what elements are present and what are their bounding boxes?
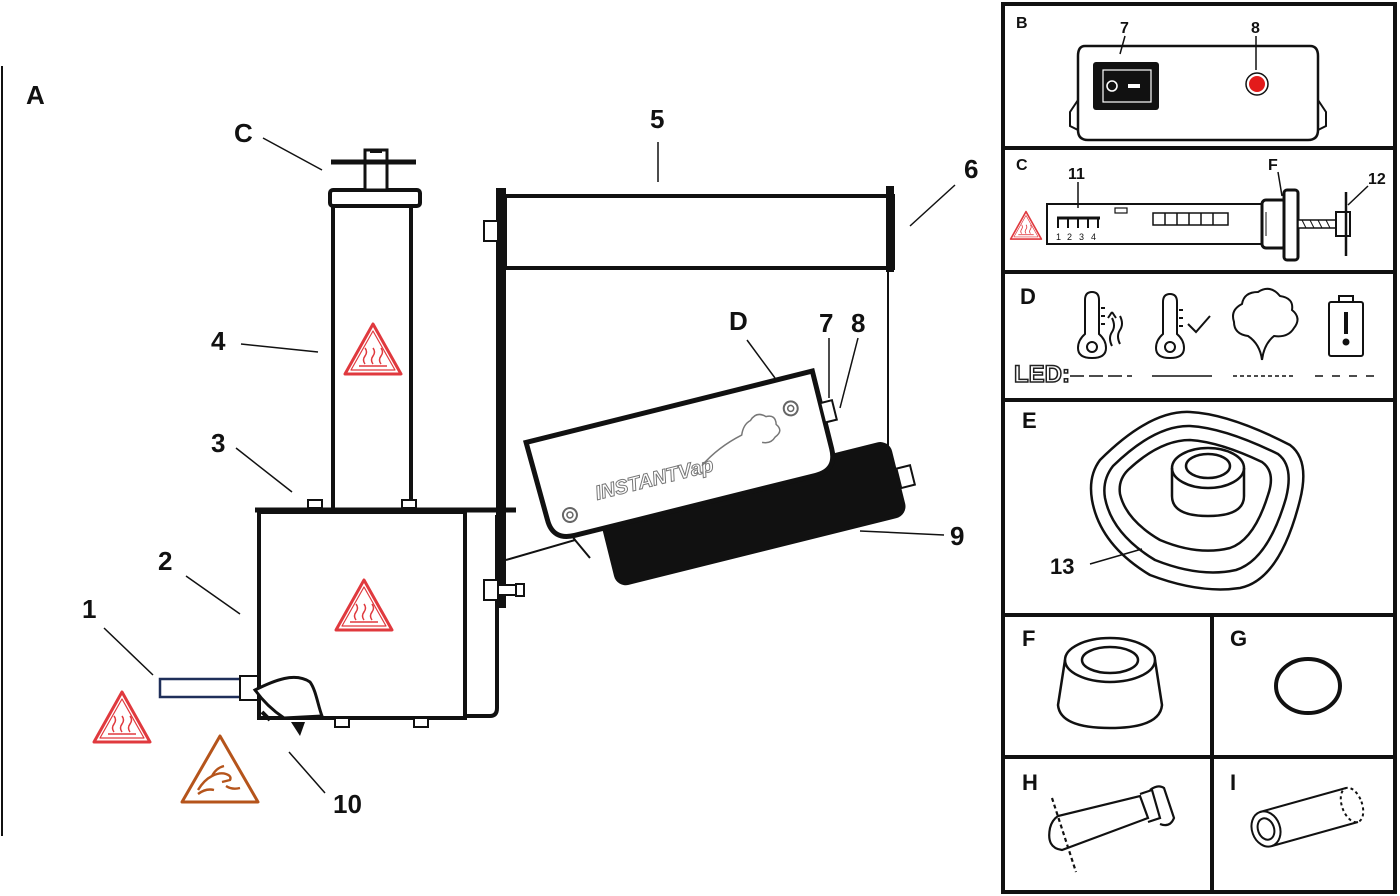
panel-g: G (1230, 626, 1342, 715)
thermometer-check-icon (1154, 292, 1211, 360)
thermometer-rising-icon (1076, 290, 1123, 360)
callout-d: D (729, 306, 748, 336)
nozzle-tube (158, 675, 259, 701)
callout-labels: C 5 6 4 3 2 1 D 7 8 9 10 (82, 104, 978, 819)
callout-7: 7 (1120, 20, 1129, 37)
panel-f: F (1022, 626, 1164, 730)
panel-g-label: G (1230, 626, 1247, 651)
callout-8: 8 (851, 308, 865, 338)
callout-6: 6 (964, 154, 978, 184)
heat-scale: 1 2 3 4 (1056, 216, 1100, 242)
tube-end-assembly (1260, 188, 1351, 262)
callout-1: 1 (82, 594, 96, 624)
callout-lines (103, 137, 956, 794)
hot-surface-warning-icon (343, 322, 403, 376)
callout-5: 5 (650, 104, 664, 134)
panel-d: D LED: (1013, 284, 1375, 389)
panel-i: I (1230, 770, 1365, 848)
callout-3: 3 (211, 428, 225, 458)
scale-mark-3: 3 (1079, 232, 1084, 242)
callout-f: F (1268, 157, 1278, 174)
scale-mark-2: 2 (1067, 232, 1072, 242)
panel-f-label: F (1022, 626, 1035, 651)
battery-pack (600, 442, 906, 586)
callout-line (1119, 35, 1126, 55)
hot-surface-warning-icon (1009, 210, 1043, 240)
hand-pinch-warning-icon (180, 734, 260, 804)
callout-13: 13 (1050, 554, 1074, 579)
panel-a: A (1, 66, 978, 836)
power-switch (1093, 62, 1159, 110)
glass-tube (1250, 786, 1365, 848)
callout-9: 9 (950, 521, 964, 551)
seal-ring-part (1056, 636, 1164, 730)
panel-e: E 13 (1022, 408, 1305, 591)
panel-i-label: I (1230, 770, 1236, 795)
panel-h: H (1022, 770, 1176, 873)
callout-line (1277, 171, 1283, 197)
panel-h-label: H (1022, 770, 1038, 795)
scale-mark-4: 4 (1091, 232, 1096, 242)
scale-mark-1: 1 (1056, 232, 1061, 242)
hot-surface-warning-icon (92, 690, 152, 744)
grip-bar (1152, 212, 1229, 226)
battery-warning-icon (1328, 295, 1364, 357)
panel-a-label: A (26, 80, 45, 110)
led-label: LED: (1014, 361, 1070, 388)
callout-10: 10 (333, 789, 362, 819)
vapor-cloud-icon (1232, 287, 1299, 361)
panel-e-label: E (1022, 408, 1037, 433)
callout-8: 8 (1251, 20, 1260, 37)
mouthpiece (1048, 785, 1176, 873)
callout-4: 4 (211, 326, 226, 356)
control-unit: INSTANTVap (522, 368, 917, 586)
o-ring (1274, 657, 1342, 715)
panel-b-label: B (1016, 15, 1028, 32)
callout-7: 7 (819, 308, 833, 338)
status-led (1245, 72, 1269, 96)
panel-b: B 7 8 (1016, 15, 1327, 142)
callout-c: C (234, 118, 253, 148)
panel-d-label: D (1020, 284, 1036, 309)
callout-line (1347, 185, 1369, 206)
callout-11: 11 (1068, 166, 1085, 183)
silicone-cup (1089, 410, 1305, 591)
callout-12: 12 (1368, 171, 1386, 188)
valve-flap (252, 676, 325, 736)
panel-c: C 1 2 3 4 (1009, 157, 1386, 262)
panel-c-label: C (1016, 157, 1028, 174)
callout-line (1089, 548, 1143, 565)
chimney-tube (328, 148, 422, 508)
callout-2: 2 (158, 546, 172, 576)
detail-panels-frame (1001, 2, 1397, 894)
